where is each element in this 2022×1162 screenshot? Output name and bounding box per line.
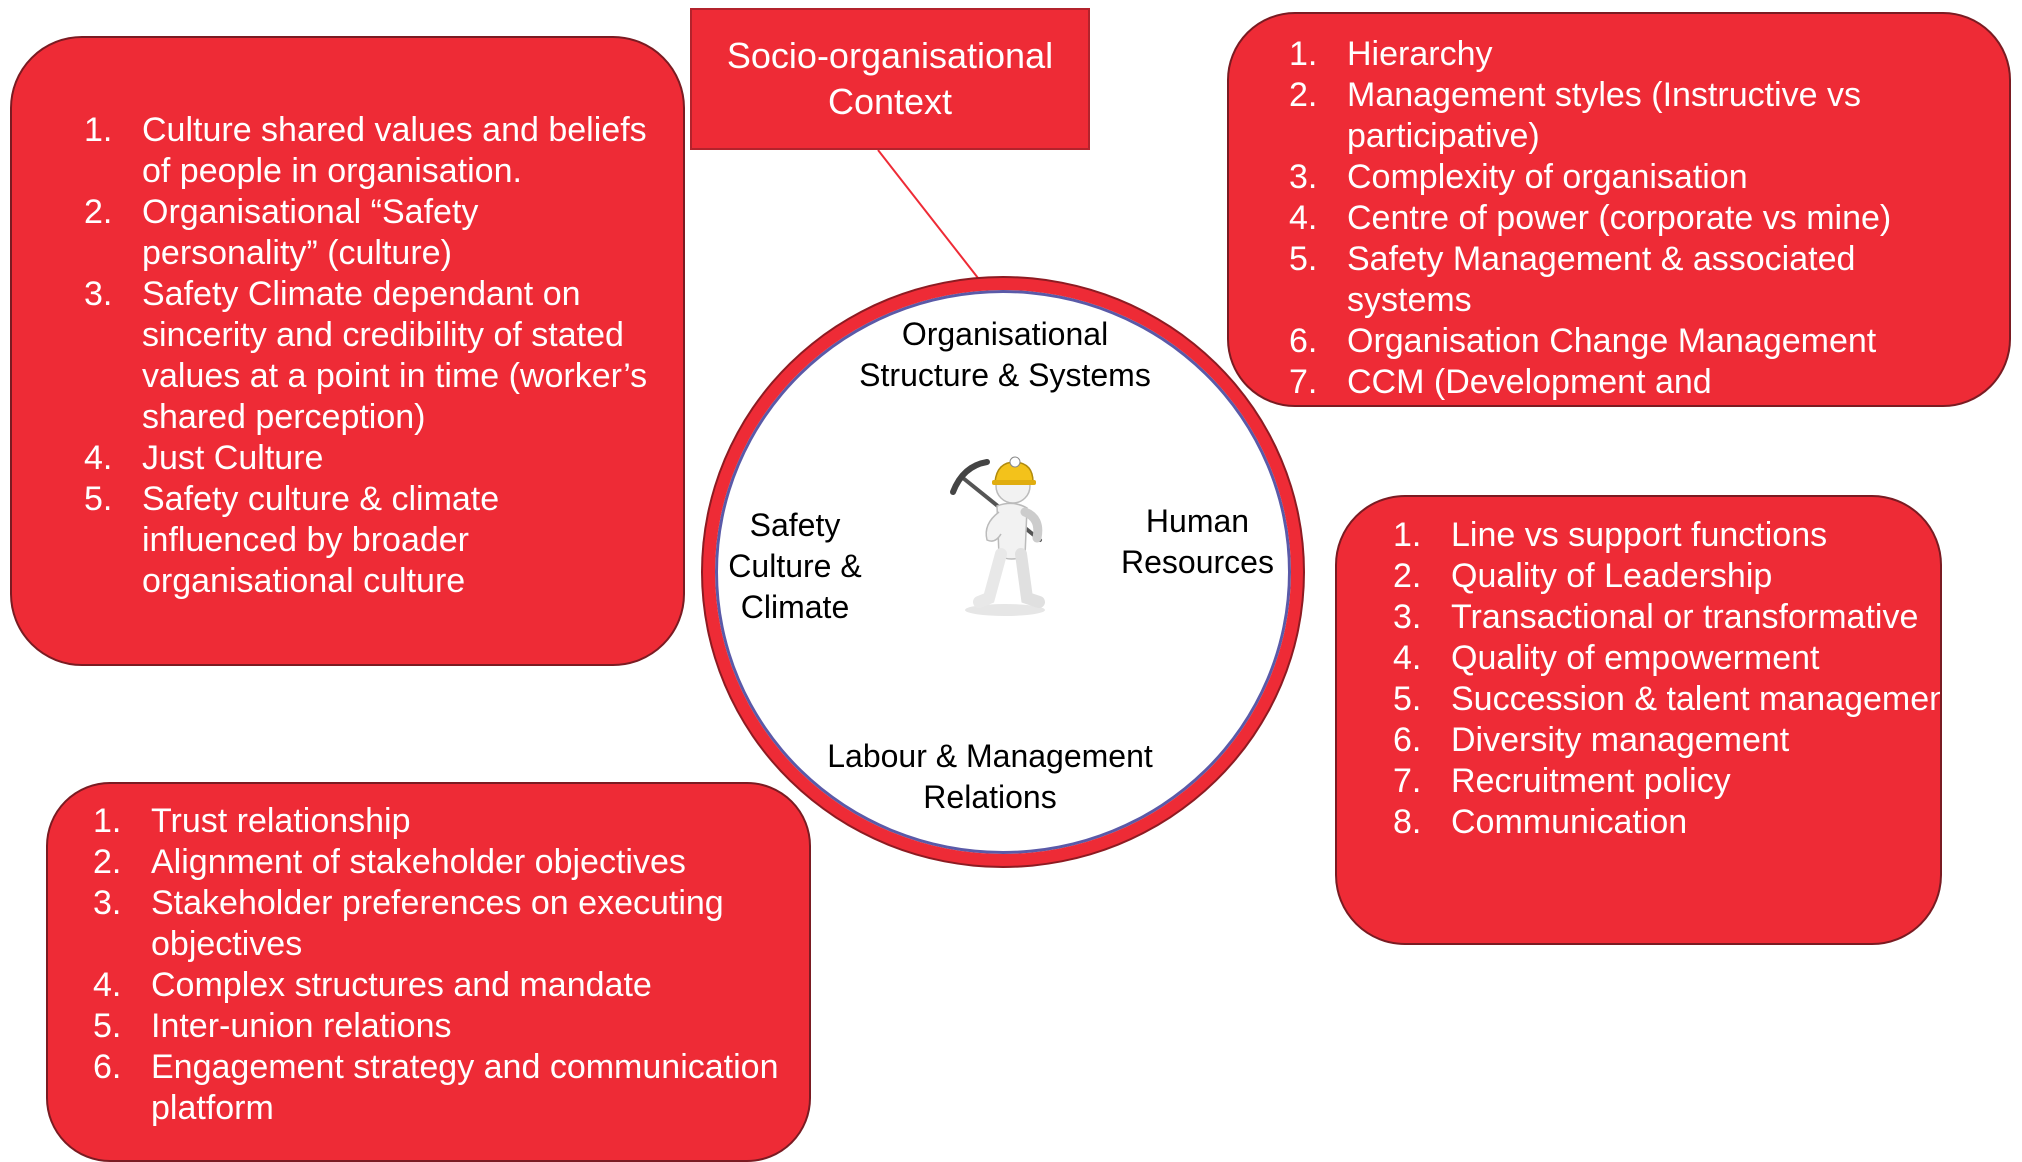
culture-list: 1.Culture shared values and beliefs of p… xyxy=(84,110,663,602)
list-item: 2.Management styles (Instructive vs part… xyxy=(1289,76,1861,155)
list-item: 6.Organisation Change Management xyxy=(1289,322,1877,360)
culture-box: 1.Culture shared values and beliefs of p… xyxy=(10,36,685,666)
circle-label-bottom: Labour & Management Relations xyxy=(827,738,1153,815)
list-item: 4.Quality of empowerment xyxy=(1393,639,1820,677)
list-item: 1.Culture shared values and beliefs of p… xyxy=(84,111,647,190)
list-item: 3.Safety Climate dependant on sincerity … xyxy=(84,275,648,436)
list-item: 5.Inter-union relations xyxy=(93,1007,452,1045)
list-item: 3.Transactional or transformative xyxy=(1393,598,1919,636)
list-item: 6.Diversity management xyxy=(1393,721,1790,759)
list-item: 8.Communication xyxy=(1393,803,1688,841)
circle-label-top: Organisational Structure & Systems xyxy=(859,316,1151,393)
list-item: 4.Centre of power (corporate vs mine) xyxy=(1289,199,1892,237)
list-item: 5.Succession & talent management xyxy=(1393,680,1942,718)
list-item: 5.Safety culture & climate influenced by… xyxy=(84,480,500,600)
list-item: 2.Organisational “Safety personality” (c… xyxy=(84,193,479,272)
miner-figure-icon xyxy=(950,456,1045,616)
labour-relations-box: 1.Trust relationship 2.Alignment of stak… xyxy=(46,782,811,1162)
list-item: 7.CCM (Development and xyxy=(1289,363,1712,401)
human-resources-list: 1.Line vs support functions 2.Quality of… xyxy=(1393,515,1940,843)
structure-box: 1.Hierarchy 2.Management styles (Instruc… xyxy=(1227,12,2011,407)
list-item: 6.Engagement strategy and communication … xyxy=(93,1048,779,1127)
human-resources-box: 1.Line vs support functions 2.Quality of… xyxy=(1335,495,1942,945)
structure-list: 1.Hierarchy 2.Management styles (Instruc… xyxy=(1289,34,1989,403)
list-item: 3.Stakeholder preferences on executing o… xyxy=(93,884,724,963)
list-item: 7.Recruitment policy xyxy=(1393,762,1731,800)
context-title: Socio-organisational Context xyxy=(726,35,1054,122)
list-item: 5.Safety Management & associated systems xyxy=(1289,240,1856,319)
list-item: 1.Line vs support functions xyxy=(1393,516,1828,554)
list-item: 2.Quality of Leadership xyxy=(1393,557,1773,595)
list-item: 4.Just Culture xyxy=(84,439,324,477)
context-title-box: Socio-organisational Context xyxy=(690,8,1090,150)
circle-label-left: Safety Culture & Climate xyxy=(728,507,862,625)
list-item: 2.Alignment of stakeholder objectives xyxy=(93,843,686,881)
labour-relations-list: 1.Trust relationship 2.Alignment of stak… xyxy=(93,801,789,1129)
list-item: 3.Complexity of organisation xyxy=(1289,158,1748,196)
list-item: 1.Hierarchy xyxy=(1289,35,1493,73)
list-item: 1.Trust relationship xyxy=(93,802,411,840)
circle-label-right: Human Resources xyxy=(1121,503,1274,580)
list-item: 4.Complex structures and mandate xyxy=(93,966,652,1004)
